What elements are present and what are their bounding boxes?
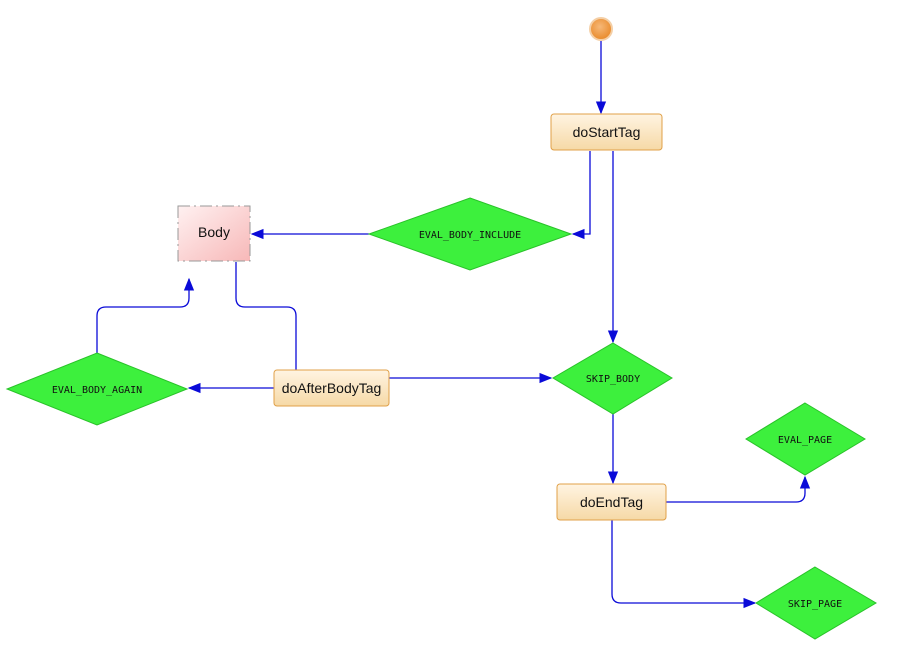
skip-body-label: SKIP_BODY bbox=[586, 374, 640, 385]
edge-doEndTag-to-eval-page bbox=[666, 475, 811, 503]
skip-page-label: SKIP_PAGE bbox=[788, 599, 842, 610]
edge-eval-body-again-to-body bbox=[96, 277, 195, 353]
body-label: Body bbox=[198, 224, 230, 240]
edge-body-to-doAfterBodyTag bbox=[235, 262, 297, 370]
process-doEndTag: doEndTag bbox=[556, 483, 667, 521]
doAfterBodyTag-label: doAfterBodyTag bbox=[282, 380, 382, 396]
eval-body-again-label: EVAL_BODY_AGAIN bbox=[52, 385, 142, 396]
doStartTag-label: doStartTag bbox=[573, 124, 641, 140]
eval-page-label: EVAL_PAGE bbox=[778, 435, 832, 446]
decision-skip-page: SKIP_PAGE bbox=[755, 566, 877, 640]
start-node bbox=[589, 17, 613, 41]
edges bbox=[96, 41, 811, 609]
decision-eval-page: EVAL_PAGE bbox=[745, 402, 866, 476]
edge-doStartTag-to-eval-body-include bbox=[571, 151, 591, 240]
doEndTag-label: doEndTag bbox=[580, 494, 643, 510]
body-node: Body bbox=[177, 205, 251, 262]
eval-body-include-label: EVAL_BODY_INCLUDE bbox=[419, 230, 521, 241]
decision-eval-body-again: EVAL_BODY_AGAIN bbox=[5, 352, 189, 426]
process-doAfterBodyTag: doAfterBodyTag bbox=[273, 369, 390, 407]
process-doStartTag: doStartTag bbox=[550, 113, 663, 151]
edge-doEndTag-to-skip-page bbox=[611, 520, 757, 609]
decision-skip-body: SKIP_BODY bbox=[552, 342, 673, 415]
decision-eval-body-include: EVAL_BODY_INCLUDE bbox=[367, 197, 573, 271]
